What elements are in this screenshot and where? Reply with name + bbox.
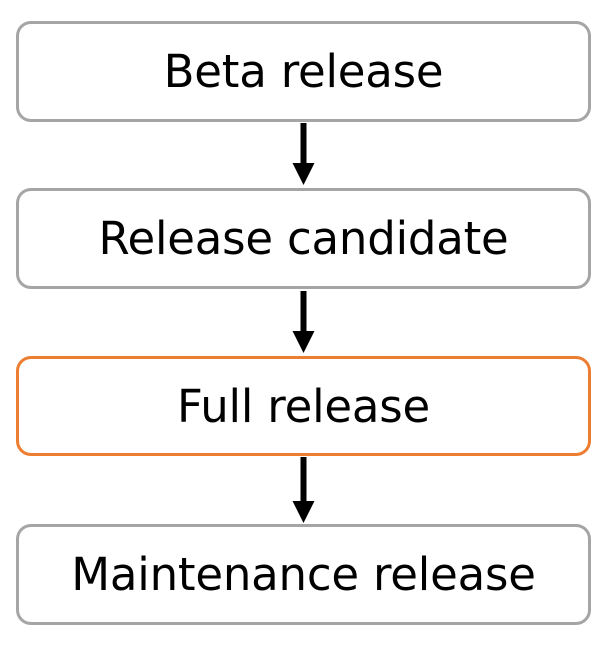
- connector-arrow-down-icon: [292, 291, 315, 353]
- connector-arrow-down-icon: [292, 457, 315, 523]
- flow-node-label: Full release: [177, 379, 430, 433]
- flow-node-label: Release candidate: [98, 212, 509, 265]
- flow-node-maintenance-release[interactable]: Maintenance release: [16, 524, 591, 625]
- flow-node-release-candidate[interactable]: Release candidate: [16, 188, 591, 289]
- flow-node-beta-release[interactable]: Beta release: [16, 21, 591, 122]
- flow-node-label: Beta release: [163, 45, 444, 98]
- flow-node-full-release[interactable]: Full release: [16, 356, 591, 456]
- flow-node-label: Maintenance release: [71, 548, 536, 601]
- connector-arrow-down-icon: [292, 123, 315, 185]
